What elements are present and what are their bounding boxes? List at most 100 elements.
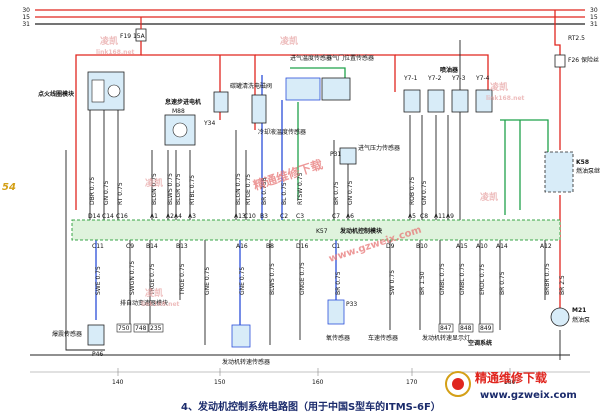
ruler-label: 160 xyxy=(312,379,324,386)
ecm-pin-bottom: C9 xyxy=(126,243,134,250)
idle-motor-label: 怠速步进电机 xyxy=(165,98,201,106)
fuse-f26-label: F26 保险丝 xyxy=(568,56,599,64)
wire-label-bottom: BLWS 0.75 xyxy=(269,263,276,295)
watermark-5: 凌凯 xyxy=(480,191,498,203)
wire-label-bottom: BRBR 0.75 xyxy=(544,263,551,295)
wire-label-top: BLWS 0.75 xyxy=(167,173,174,205)
ecm-marker: K57 xyxy=(316,228,328,235)
wire-label-top: GN 0.75 xyxy=(421,180,428,205)
wire-label-bottom: GNBL 0.75 xyxy=(439,263,446,295)
rail-15-label: 15 xyxy=(22,14,30,21)
watermark-6: 凌凯 xyxy=(145,287,163,299)
intake-pressure-label: 进气压力传感器 xyxy=(358,144,400,152)
wire-label-bottom: BR 0.75 xyxy=(499,271,506,295)
ecm-pin-bottom: A16 xyxy=(236,243,248,250)
fuel-pump-motor: M21 燃油泵 xyxy=(550,307,590,327)
wire-label-top: RTGE 0.75 xyxy=(245,174,252,205)
rail-30-label: 30 xyxy=(22,7,30,14)
ignition-coil-label: 点火线圈模块 xyxy=(38,90,75,98)
logo-title: 精通维修下载 xyxy=(475,370,547,385)
ecm-pin-top: A4 xyxy=(174,213,182,220)
fuel-relay-code: K58 xyxy=(576,159,589,166)
wire-label-top: BLGR 0.75 xyxy=(175,173,182,205)
rail-30-label-right: 30 xyxy=(590,7,598,14)
oxygen-sensor: P33 氧传感器 xyxy=(326,299,357,342)
ecm-pin-top: C10 xyxy=(244,213,256,220)
wire-label-top: BR 0.75B xyxy=(261,177,268,205)
wire-label-top: BLGN 0.75 xyxy=(235,173,242,205)
knock-sensor: 爆震传感器 P46 xyxy=(52,324,105,358)
ecm-pin-bottom: A12 xyxy=(540,243,552,250)
idle-motor-code: M88 xyxy=(172,108,185,115)
coolant-label: 冷却液温度传感器 xyxy=(258,128,306,136)
tach-label: 发动机转速显示灯 xyxy=(422,334,470,342)
connector-code: 847 xyxy=(440,325,452,332)
ecm-pin-top: A11 xyxy=(434,213,446,220)
ecm-pin-top: C8 xyxy=(420,213,428,220)
wire-label-top: GN 0.75 xyxy=(103,180,110,205)
ecm-pin-bottom: C1 xyxy=(332,243,340,250)
coolant-sensor: 冷却液温度传感器 xyxy=(251,94,306,136)
oxygen-code: P33 xyxy=(346,301,357,308)
ecm-pin-top: C16 xyxy=(116,213,128,220)
wire-label-bottom: GNE 0.75 xyxy=(204,267,211,295)
ecm-pin-top: B3 xyxy=(260,213,268,220)
ecm-block: 发动机控制模块 K57 xyxy=(71,219,561,241)
wire-label-top: BR 0.75 xyxy=(333,181,340,205)
ecm-label: 发动机控制模块 xyxy=(339,227,383,235)
watermark-3: 凌凯 xyxy=(490,81,508,93)
wire-label-bottom: ERDL 0.75 xyxy=(479,264,486,295)
intake-pressure-sensor: 进气压力传感器 P31 xyxy=(330,144,400,165)
auto-trans-module: 排自动变速器模块 xyxy=(120,299,168,307)
ecm-pin-top: A13 xyxy=(234,213,246,220)
watermark-1-site: link168.net xyxy=(96,49,135,56)
wire-label-bottom: SWGN 0.75 xyxy=(129,261,136,295)
engine-speed-label: 发动机转速传感器 xyxy=(222,358,270,366)
ecm-pin-bottom: B14 xyxy=(146,243,158,250)
ecm-pin-top: C14 xyxy=(102,213,114,220)
ecm-pin-top: D14 xyxy=(88,213,100,220)
intake-pressure-code: P31 xyxy=(330,151,341,158)
fuse-f19-label: F19 15A xyxy=(120,33,146,40)
connector-box xyxy=(133,323,149,333)
wire-label-bottom: SWE 0.75 xyxy=(95,266,102,295)
diagram-caption: 4、发动机控制系统电路图（用于中国S型车的ITMS-6F） xyxy=(181,400,441,413)
connector-code: 235 xyxy=(150,325,162,332)
blue-wires xyxy=(95,75,337,330)
ecm-pin-bottom: C11 xyxy=(92,243,104,250)
idle-motor: 怠速步进电机 M88 xyxy=(164,98,201,146)
logo-url: www.gzweix.com xyxy=(480,390,577,401)
ecm-pin-bottom: B13 xyxy=(176,243,188,250)
wire-label-bottom: GNE 0.75 xyxy=(239,267,246,295)
side-marker: 54 xyxy=(2,182,16,193)
ecm-pin-top: C7 xyxy=(332,213,340,220)
ruler-label: 140 xyxy=(112,379,124,386)
wire-label-bottom: TRGE 0.75 xyxy=(149,263,156,296)
connector-code: 748 xyxy=(135,325,147,332)
wire-label-bottom: BR 2.5 xyxy=(559,275,566,295)
fuel-pump-relay: K58 燃油泵继电器 xyxy=(544,151,600,193)
canister-code: Y34 xyxy=(203,120,215,127)
ecm-pin-bottom: A10 xyxy=(476,243,488,250)
ecm-pin-bottom: A15 xyxy=(456,243,468,250)
injector-1-code: Y7-1 xyxy=(403,75,418,82)
intake-throttle-sensor: 进气温度传感器 节气门位置传感器 xyxy=(285,54,374,101)
intake-temp-label: 进气温度传感器 xyxy=(290,54,332,62)
canister-solenoid: 碳罐清洗电磁阀 Y34 xyxy=(203,82,272,127)
knock-sensor-label: 爆震传感器 xyxy=(52,330,82,338)
wire-label-top: DBR 0.75 xyxy=(89,177,96,205)
ecm-pin-top: A6 xyxy=(346,213,354,220)
wire-label-top: RT 0.75 xyxy=(117,182,124,205)
wire-label-bottom: BR 1.50 xyxy=(419,271,426,295)
connector-box xyxy=(148,323,164,333)
rail-31-label: 31 xyxy=(22,21,30,28)
ruler-label: 180 xyxy=(504,379,516,386)
fuse-f26: F26 保险丝 RT2.5 xyxy=(554,35,599,68)
logo-gzweix: 精通维修下载 www.gzweix.com xyxy=(445,370,577,401)
ecm-pin-top: A2 xyxy=(166,213,174,220)
